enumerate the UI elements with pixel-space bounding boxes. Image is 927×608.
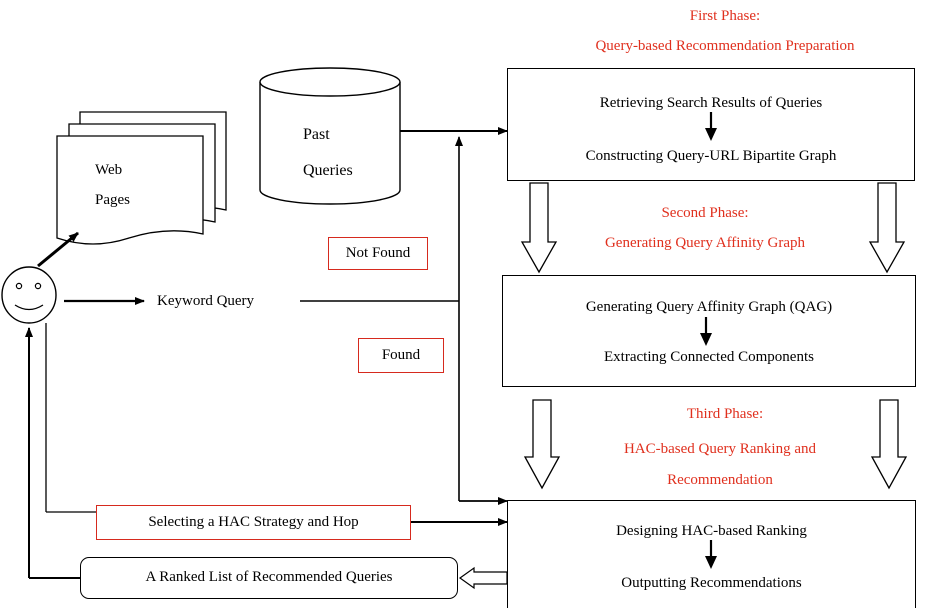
phase1-title: First Phase:: [689, 8, 761, 24]
phase-transition-arrows-2: [523, 399, 908, 490]
box3-step1: Designing HAC-based Ranking: [616, 523, 807, 539]
box2-step1: Generating Query Affinity Graph (QAG): [585, 299, 833, 315]
down-arrow-icon: [705, 540, 717, 569]
third-phase-box: Designing HAC-based Ranking Outputting R…: [507, 500, 916, 608]
ranked-list-box: A Ranked List of Recommended Queries: [80, 557, 458, 599]
phase2-subtitle: Generating Query Affinity Graph: [604, 235, 806, 251]
phase2-title: Second Phase:: [661, 205, 749, 221]
down-arrow-icon: [700, 317, 712, 346]
phase3-line1: HAC-based Query Ranking and: [623, 441, 817, 457]
stacked-documents-icon: [56, 111, 227, 245]
smiley-face-icon: [1, 266, 57, 324]
keyword-query-label: Keyword Query: [157, 293, 255, 309]
phase1-subtitle: Query-based Recommendation Preparation: [595, 38, 855, 54]
first-phase-box: Retrieving Search Results of Queries Con…: [507, 68, 915, 181]
found-label: Found: [358, 338, 444, 373]
webpages-label-line2: Pages: [95, 192, 130, 208]
database-label-line2: Queries: [303, 162, 353, 179]
not-found-label: Not Found: [328, 237, 428, 270]
box1-step2: Constructing Query-URL Bipartite Graph: [585, 148, 837, 164]
phase-transition-arrows-1: [520, 182, 906, 274]
box3-step2: Outputting Recommendations: [621, 575, 802, 591]
hac-strategy-box: Selecting a HAC Strategy and Hop: [96, 505, 411, 540]
down-arrow-icon: [705, 112, 717, 141]
webpages-label-line1: Web: [95, 162, 123, 178]
cylinder-database-icon: [259, 67, 401, 205]
database-label-line1: Past: [303, 126, 330, 143]
phase3-title: Third Phase:: [686, 406, 764, 422]
box1-step1: Retrieving Search Results of Queries: [599, 95, 823, 111]
box2-step2: Extracting Connected Components: [604, 349, 814, 365]
second-phase-box: Generating Query Affinity Graph (QAG) Ex…: [502, 275, 916, 387]
phase3-line2: Recommendation: [667, 472, 773, 488]
